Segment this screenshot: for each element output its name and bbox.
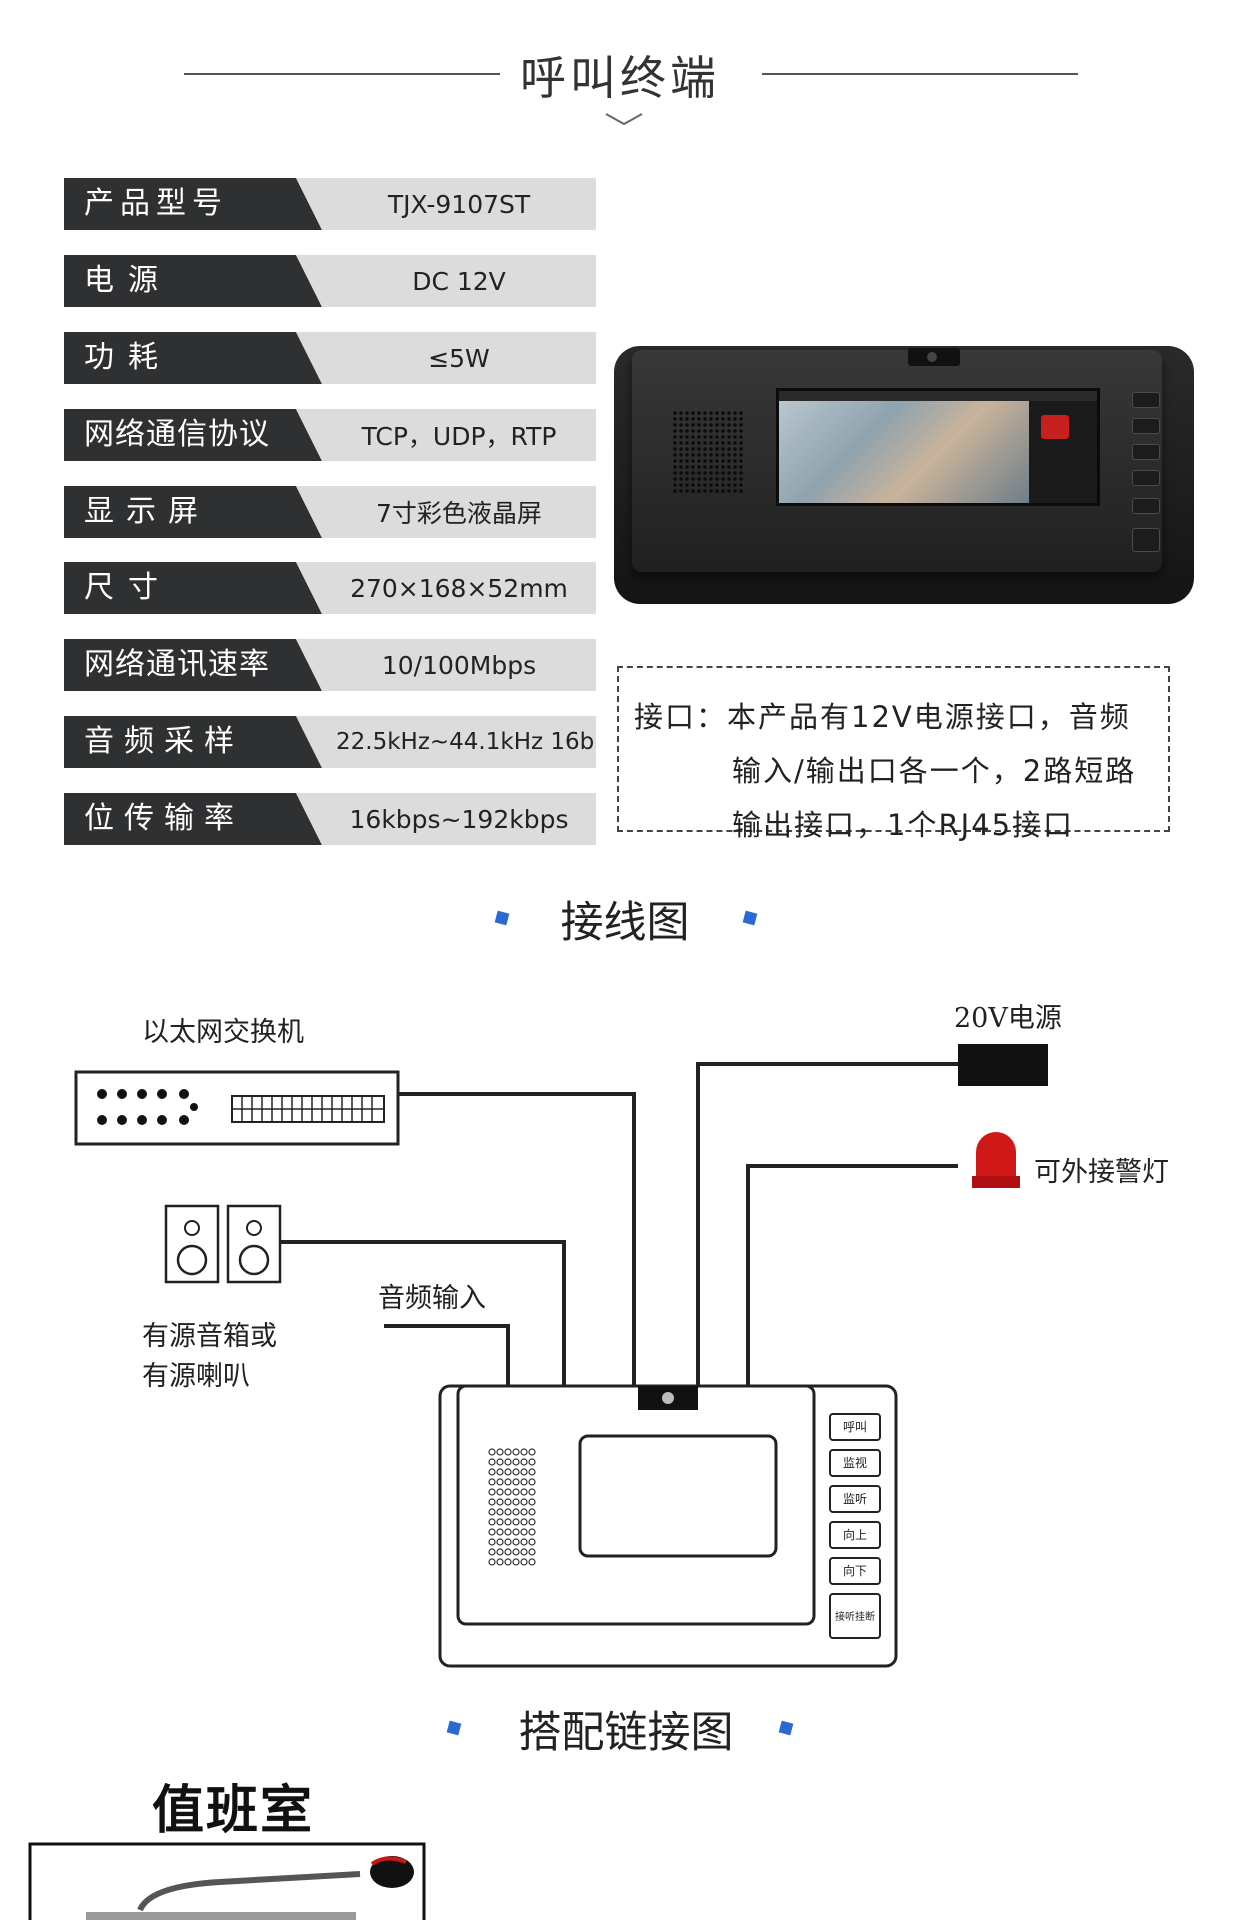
spec-row-model: 产品型号 TJX-9107ST [64, 178, 596, 230]
ethernet-switch-icon [74, 1070, 400, 1146]
camera-lens-icon [927, 352, 937, 362]
bullet-icon [742, 910, 758, 926]
device-button [1132, 498, 1160, 514]
header-rule-right [762, 73, 1078, 75]
spec-label: 尺寸 [64, 562, 322, 614]
spec-value: 7寸彩色液晶屏 [296, 486, 596, 538]
bullet-icon [494, 910, 510, 926]
spec-label: 显示屏 [64, 486, 322, 538]
spec-label: 网络通信协议 [64, 409, 322, 461]
device-button [1132, 418, 1160, 434]
wires [280, 1062, 958, 1392]
spec-row-sampling: 音频采样 22.5kHz~44.1kHz 16bit [64, 716, 596, 768]
link-title: 搭配链接图 [518, 1708, 734, 1758]
device-button [1132, 528, 1160, 552]
spec-value: 10/100Mbps [296, 639, 596, 691]
spec-label: 功耗 [64, 332, 322, 384]
wiring-title: 接线图 [560, 898, 690, 948]
terminal-button-label: 向下 [843, 1563, 867, 1578]
spec-value: DC 12V [296, 255, 596, 307]
wiring-diagram: 呼叫 监视 监听 向上 向下 接听挂断 [74, 1044, 1048, 1668]
power-adapter-icon [958, 1044, 1048, 1086]
spec-row-protocol: 网络通信协议 TCP，UDP，RTP [64, 409, 596, 461]
alarm-light-icon [972, 1132, 1020, 1188]
chevron-down-icon [605, 113, 643, 126]
audio-input-label: 音频输入 [378, 1283, 486, 1314]
terminal-button-label: 向上 [843, 1527, 867, 1542]
power-label: 20V电源 [954, 1003, 1062, 1034]
header-rule-left [184, 73, 500, 75]
bullet-icon [778, 1720, 794, 1736]
spec-label: 电源 [64, 255, 322, 307]
spec-value: TJX-9107ST [296, 178, 596, 230]
interface-note-line: 接口：本产品有12V电源接口，音频 [634, 700, 1131, 734]
page-title: 呼叫终端 [520, 51, 720, 105]
spec-row-bitrate: 位传输率 16kbps~192kbps [64, 793, 596, 845]
screen-video-image [779, 401, 1029, 503]
terminal-button-label: 监视 [843, 1455, 867, 1470]
alarm-icon [1041, 415, 1069, 439]
terminal-speaker-grille [488, 1448, 536, 1566]
screen-status-bar [779, 391, 1097, 401]
device-button [1132, 444, 1160, 460]
terminal-button-label: 监听 [843, 1492, 867, 1506]
speaker-label: 有源喇叭 [142, 1361, 250, 1392]
interface-note-line: 输入/输出口各一个，2路短路 [732, 754, 1137, 788]
speaker-grille [672, 410, 744, 494]
interface-note-line: 输出接口，1个RJ45接口 [732, 808, 1075, 842]
spec-value: 22.5kHz~44.1kHz 16bit [296, 716, 596, 768]
spec-label: 网络通讯速率 [64, 639, 322, 691]
spec-label: 产品型号 [64, 178, 322, 230]
speaker-icon [164, 1204, 282, 1284]
spec-value: ≤5W [296, 332, 596, 384]
switch-label: 以太网交换机 [142, 1017, 304, 1048]
device-button [1132, 470, 1160, 486]
device-screen [776, 388, 1100, 506]
spec-row-consumption: 功耗 ≤5W [64, 332, 596, 384]
spec-label: 位传输率 [64, 793, 322, 845]
spec-row-speed: 网络通讯速率 10/100Mbps [64, 639, 596, 691]
spec-label: 音频采样 [64, 716, 322, 768]
duty-room-box [28, 1842, 426, 1920]
spec-value: 16kbps~192kbps [296, 793, 596, 845]
bullet-icon [446, 1720, 462, 1736]
terminal-buttons [829, 1413, 881, 1639]
interface-note-box [617, 666, 1170, 832]
terminal-button-label: 接听挂断 [835, 1610, 875, 1623]
spec-row-display: 显示屏 7寸彩色液晶屏 [64, 486, 596, 538]
spec-row-power: 电源 DC 12V [64, 255, 596, 307]
device-button [1132, 392, 1160, 408]
duty-room-label: 值班室 [152, 1781, 315, 1841]
terminal-drawing [438, 1384, 898, 1668]
terminal-button-label: 呼叫 [843, 1420, 867, 1434]
spec-value: 270×168×52mm [296, 562, 596, 614]
alarm-label: 可外接警灯 [1034, 1157, 1169, 1188]
speaker-label: 有源音箱或 [142, 1321, 277, 1352]
spec-value: TCP，UDP，RTP [296, 409, 596, 461]
spec-row-size: 尺寸 270×168×52mm [64, 562, 596, 614]
